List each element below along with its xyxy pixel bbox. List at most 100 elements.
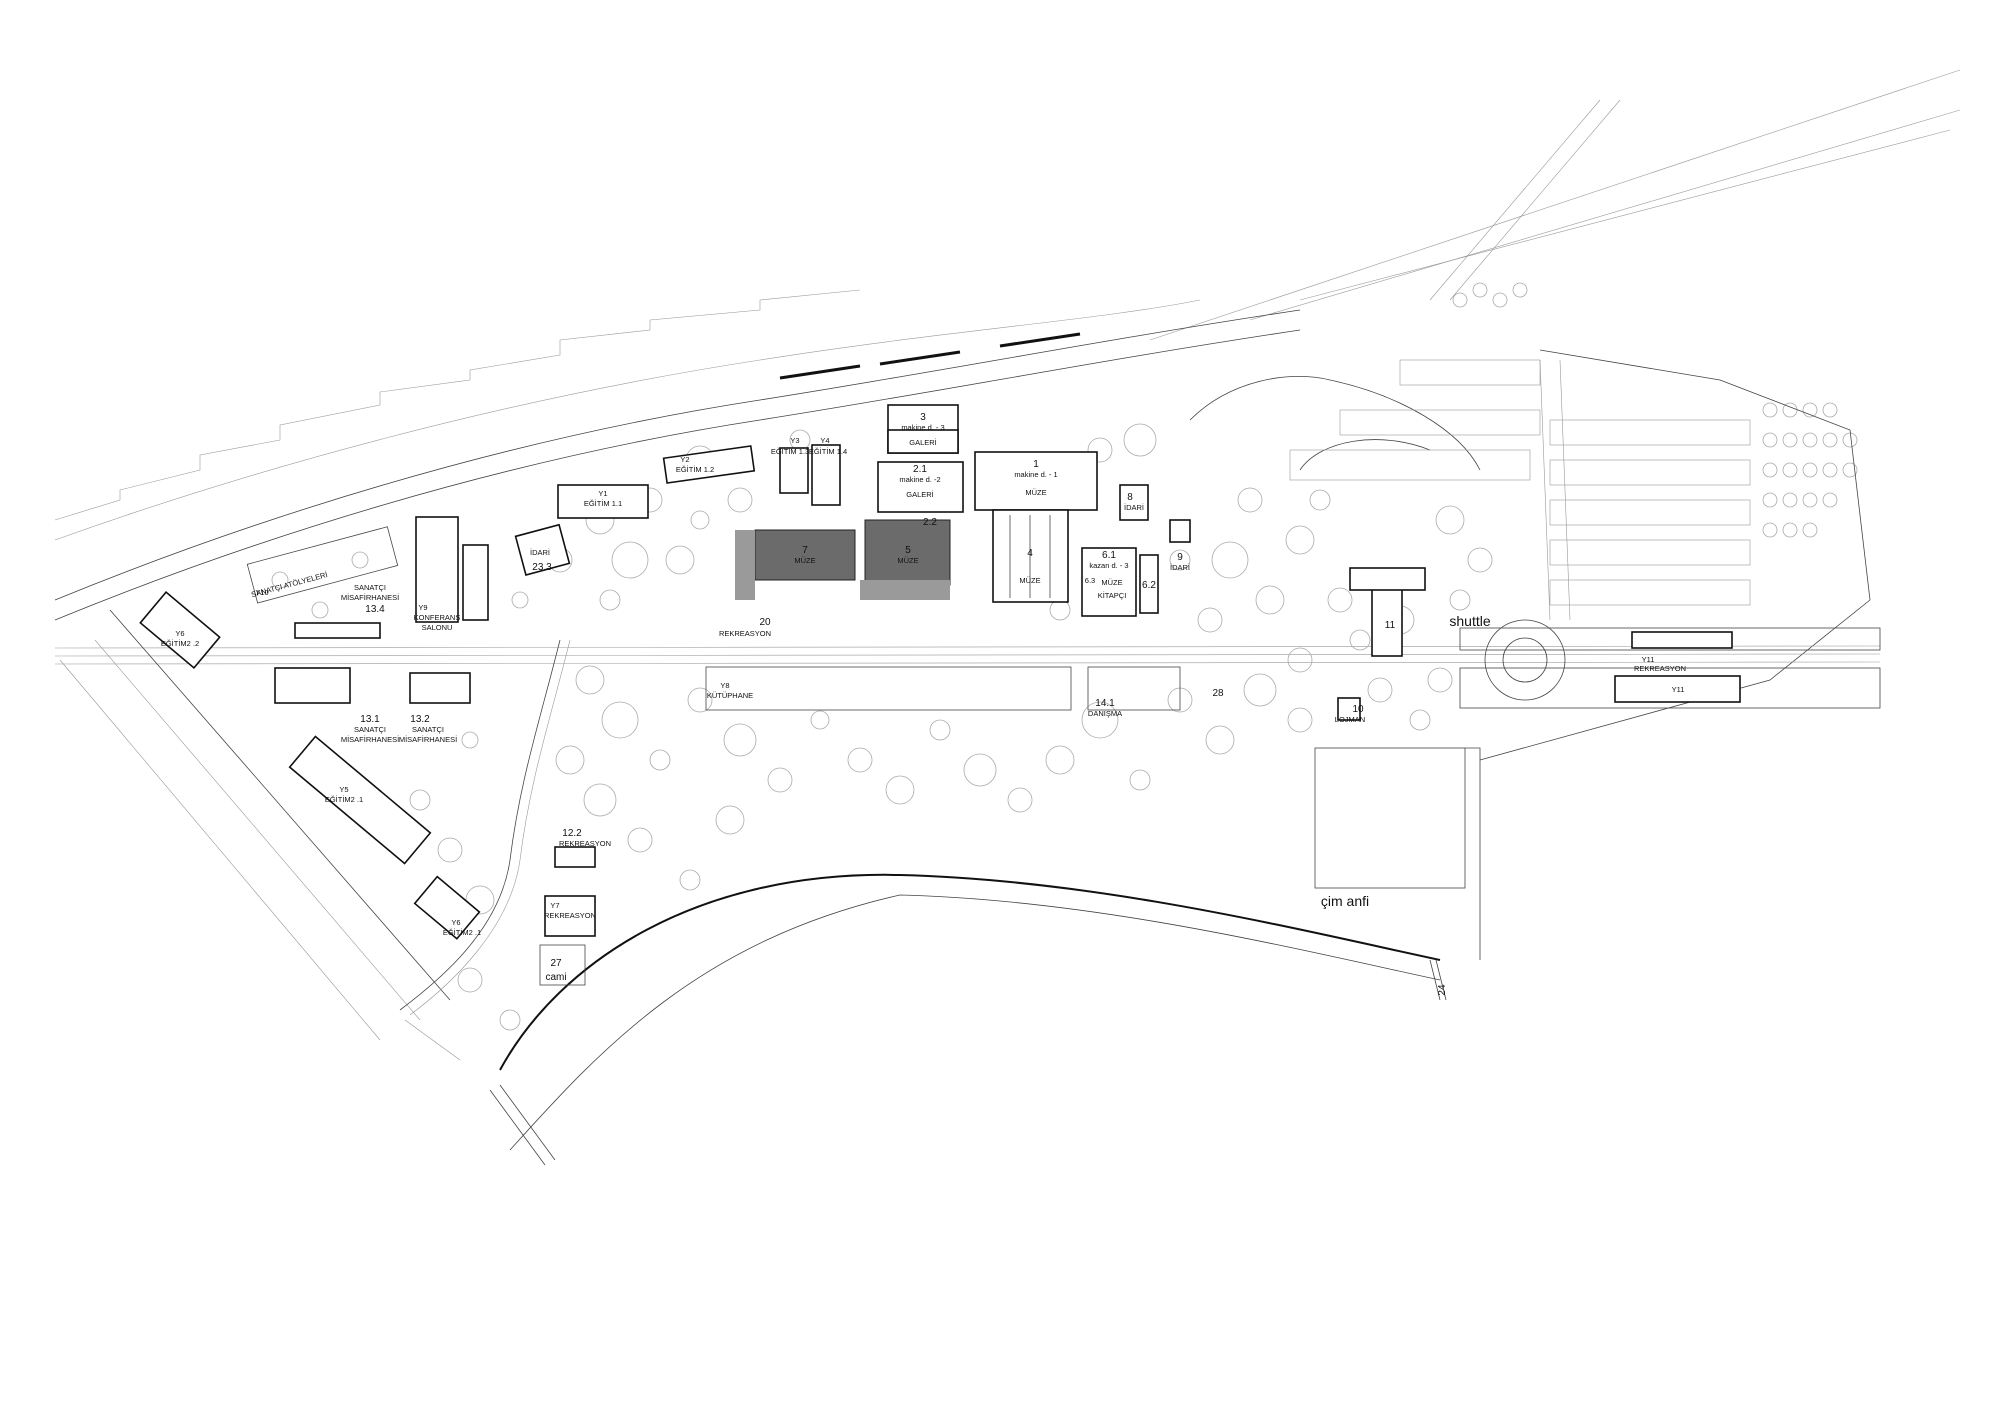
building-egitim-2-2 xyxy=(139,591,221,669)
label-27: 27 xyxy=(550,958,562,969)
label-2-1: 2.1 xyxy=(913,464,927,475)
central-path-edge xyxy=(409,639,571,1016)
building-misafirhane-13-4 xyxy=(294,622,381,639)
grass-amphitheatre xyxy=(1314,747,1466,889)
building-sanatci-atolyeleri xyxy=(246,526,399,604)
label-13-2: 13.2 xyxy=(410,714,430,725)
label-y11-b: Y11 xyxy=(1672,685,1685,694)
label-5: 5 xyxy=(905,545,911,556)
label-rekreasyon-y7: REKREASYON xyxy=(544,911,596,920)
label-makine-2: makine d. -2 xyxy=(899,475,940,484)
building-egitim-2-1 xyxy=(288,735,432,865)
label-y6-b: Y6 xyxy=(451,918,460,927)
label-y5: Y5 xyxy=(339,785,348,794)
building-egitim-1-1 xyxy=(557,484,649,519)
building-idari-8 xyxy=(1119,484,1149,521)
label-cami: cami xyxy=(545,972,566,983)
label-kutuphane: KÜTÜPHANE xyxy=(707,691,753,700)
label-8: 8 xyxy=(1127,492,1133,503)
label-cim-anfi: çim anfi xyxy=(1321,893,1369,909)
label-misafirhanesi-b: MİSAFİRHANESİ xyxy=(341,735,399,744)
label-salonu: SALONU xyxy=(422,623,453,632)
label-kazan: kazan d. - 3 xyxy=(1089,561,1128,570)
label-6-2: 6.2 xyxy=(1142,580,1156,591)
label-y2: Y2 xyxy=(680,455,689,464)
label-idari-8: İDARİ xyxy=(1124,503,1144,512)
building-egitim-2-1b xyxy=(413,875,481,940)
building-konferans-salonu xyxy=(415,516,459,623)
label-makine-3: makine d. - 3 xyxy=(901,423,944,432)
building-galeri-3 xyxy=(887,429,959,454)
label-konferans: KONFERANS xyxy=(414,613,461,622)
label-y4: Y4 xyxy=(820,436,829,445)
label-idari-9: İDARİ xyxy=(1170,563,1190,572)
building-misafirhane-13-2 xyxy=(409,672,471,704)
label-6-1: 6.1 xyxy=(1102,550,1116,561)
east-tree-grid xyxy=(1452,282,1858,538)
label-7: 7 xyxy=(802,545,808,556)
building-muze-7 xyxy=(754,529,856,581)
building-muze-4 xyxy=(992,509,1069,603)
label-idari-23-3: İDARİ xyxy=(530,548,550,557)
label-12-2: 12.2 xyxy=(562,828,582,839)
buildings xyxy=(139,404,1741,986)
building-egitim-1-2 xyxy=(662,445,756,484)
main-promenade xyxy=(54,619,1881,709)
label-egitim-2-1-b: EĞİTİM2 .1 xyxy=(443,928,481,937)
label-24: 24 xyxy=(1437,984,1448,996)
tree-canopy xyxy=(271,423,1493,1031)
label-rekreasyon-12-2: REKREASYON xyxy=(559,839,611,848)
museum-plinth-a xyxy=(735,530,755,600)
building-rekreasyon-y7 xyxy=(544,895,596,937)
building-kazan-6 xyxy=(1081,547,1137,617)
label-galeri-b: GALERİ xyxy=(906,490,934,499)
label-2-2: 2.2 xyxy=(923,517,937,528)
label-shuttle: shuttle xyxy=(1449,613,1490,629)
building-kutuphane xyxy=(705,666,1072,711)
building-11-wing xyxy=(1349,567,1426,591)
label-y1: Y1 xyxy=(598,489,607,498)
railway-lines xyxy=(1149,69,1961,341)
label-rekreasyon-y11: REKREASYON xyxy=(1634,664,1686,673)
label-egitim-1-3: EĞİTİM 1.3 xyxy=(771,447,809,456)
building-egitim-1-4 xyxy=(811,444,841,506)
pier-edge xyxy=(1465,747,1481,960)
label-11: 11 xyxy=(1385,620,1396,631)
label-3: 3 xyxy=(920,412,926,423)
east-road xyxy=(1189,359,1571,621)
label-muze-5: MÜZE xyxy=(897,556,918,565)
north-road xyxy=(54,289,1301,621)
building-rekreasyon-12-2 xyxy=(554,846,596,868)
label-y11-a: Y11 xyxy=(1642,655,1655,664)
museum-plinth-b xyxy=(860,580,950,600)
label-makine-1: makine d. - 1 xyxy=(1014,470,1057,479)
building-lojman xyxy=(1337,697,1361,721)
building-y9-annex xyxy=(462,544,489,621)
building-y11 xyxy=(1614,675,1741,703)
label-egitim-2-2: EĞİTİM2 .2 xyxy=(161,639,199,648)
label-misafirhanesi-a: MİSAFİRHANESİ xyxy=(341,593,399,602)
label-9: 9 xyxy=(1177,552,1183,563)
central-path xyxy=(399,639,561,1011)
building-danisma xyxy=(1087,666,1181,711)
label-egitim-2-1: EĞİTİM2 .1 xyxy=(325,795,363,804)
label-6-3: 6.3 xyxy=(1085,576,1095,585)
building-makine-2 xyxy=(877,461,964,513)
label-muze-6: MÜZE xyxy=(1101,578,1122,587)
label-28: 28 xyxy=(1212,688,1224,699)
label-egitim-1-1: EĞİTİM 1.1 xyxy=(584,499,622,508)
label-10: 10 xyxy=(1352,704,1364,715)
building-idari-9 xyxy=(1169,519,1191,543)
label-13-4: 13.4 xyxy=(365,604,385,615)
label-y8: Y8 xyxy=(720,681,729,690)
building-6-2 xyxy=(1139,554,1159,614)
label-galeri-a: GALERİ xyxy=(909,438,937,447)
label-muze-7: MÜZE xyxy=(794,556,815,565)
label-muze-4: MÜZE xyxy=(1019,576,1040,585)
label-y7: Y7 xyxy=(550,901,559,910)
building-11 xyxy=(1371,579,1403,657)
building-idari-23-3 xyxy=(514,523,571,576)
label-danisma: DANIŞMA xyxy=(1088,709,1122,718)
